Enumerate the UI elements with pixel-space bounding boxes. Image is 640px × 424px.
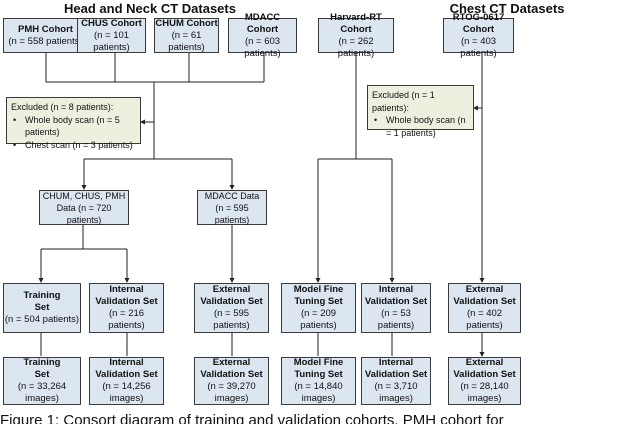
set-count: (n = 216 patients) bbox=[108, 308, 145, 331]
cohort-name: CHUS Cohort bbox=[81, 17, 142, 29]
set-label: Internal bbox=[378, 357, 414, 368]
set-label: Model Fine bbox=[293, 357, 344, 368]
set-label: Validation Set bbox=[95, 369, 158, 380]
set-label: Validation Set bbox=[364, 296, 428, 307]
arrows-to-image-sets bbox=[40, 333, 482, 356]
cohort-name: RTOG-0617 Cohort bbox=[452, 11, 505, 35]
excluded-item: Whole body scan (n = 5 patients) bbox=[13, 114, 136, 139]
set-label: Validation Set bbox=[200, 369, 263, 380]
cohort-chum: CHUM Cohort(n = 61 patients) bbox=[154, 18, 219, 53]
merged-mdacc: MDACC Data(n = 595 patients) bbox=[197, 190, 267, 225]
set-count: (n = 53 patients) bbox=[377, 308, 415, 331]
cohort-name: Harvard-RT Cohort bbox=[330, 11, 382, 35]
cohort-rtog-0617: RTOG-0617 Cohort(n = 403 patients) bbox=[443, 12, 514, 59]
set-label: Training bbox=[23, 357, 61, 368]
cohort-chus: CHUS Cohort(n = 101 patients) bbox=[77, 18, 146, 53]
set-count: (n = 402 patients) bbox=[466, 308, 503, 331]
set-label: Validation Set bbox=[95, 296, 158, 307]
set-label: Validation Set bbox=[364, 369, 428, 380]
set-count: (n = 33,264 images) bbox=[17, 381, 67, 404]
title-head-neck: Head and Neck CT Datasets bbox=[64, 1, 236, 16]
set-count: (n = 504 patients) bbox=[4, 314, 80, 325]
merged-count: (n = 595 patients) bbox=[214, 202, 250, 225]
set-label: Internal bbox=[109, 284, 144, 295]
cohort-count: (n = 403 patients) bbox=[460, 35, 497, 59]
set-label: Tuning Set bbox=[294, 369, 343, 380]
set-count: (n = 14,840 images) bbox=[294, 381, 343, 404]
set-label: Validation Set bbox=[453, 369, 516, 380]
cohort-count: (n = 61 patients) bbox=[168, 29, 205, 53]
cohort-name: MDACC Cohort bbox=[244, 11, 281, 35]
connector-top-merge bbox=[45, 53, 265, 159]
excluded-right: Excluded (n = 1 patients): Whole body sc… bbox=[367, 85, 474, 138]
connector-harvard bbox=[318, 53, 392, 160]
cohort-count: (n = 101 patients) bbox=[93, 29, 130, 53]
merged-label: MDACC Data bbox=[204, 190, 260, 201]
set-label: External bbox=[212, 357, 251, 368]
set-label: Validation Set bbox=[200, 296, 263, 307]
set-label: Set bbox=[34, 302, 50, 313]
excluded-left: Excluded (n = 8 patients): Whole body sc… bbox=[6, 97, 141, 151]
excluded-item: Chest scan (n = 3 patients) bbox=[13, 139, 136, 152]
set-label: Validation Set bbox=[453, 296, 516, 307]
set-label: Tuning Set bbox=[294, 296, 343, 307]
set-label: External bbox=[465, 284, 504, 295]
set-count: (n = 14,256 images) bbox=[102, 381, 151, 404]
set-label: Internal bbox=[109, 357, 144, 368]
excluded-item: Whole body scan (n = 1 patients) bbox=[374, 114, 469, 139]
cohort-name: PMH Cohort bbox=[18, 23, 73, 35]
set-label: Set bbox=[34, 369, 50, 380]
set-count: (n = 28,140 images) bbox=[460, 381, 509, 404]
set-count: (n = 595 patients) bbox=[213, 308, 250, 331]
figure-caption: Figure 1: Consort diagram of training an… bbox=[0, 412, 504, 424]
excluded-title: Excluded (n = 8 patients): bbox=[11, 102, 114, 112]
set-label: Model Fine bbox=[293, 284, 344, 295]
set-label: External bbox=[212, 284, 251, 295]
set-count: (n = 209 patients) bbox=[300, 308, 337, 331]
cohort-count: (n = 558 patients) bbox=[8, 35, 83, 47]
cohort-mdacc: MDACC Cohort(n = 603 patients) bbox=[228, 12, 297, 59]
merged-count: Data (n = 720 patients) bbox=[56, 202, 112, 225]
cohort-count: (n = 262 patients) bbox=[337, 35, 375, 59]
cohort-harvard-rt: Harvard-RT Cohort(n = 262 patients) bbox=[318, 12, 394, 59]
connector-split-hn bbox=[41, 224, 127, 250]
set-label: External bbox=[465, 357, 504, 368]
set-label: Training bbox=[23, 290, 61, 301]
set-label: Internal bbox=[378, 284, 414, 295]
cohort-name: CHUM Cohort bbox=[155, 17, 218, 29]
title-chest: Chest CT Datasets bbox=[449, 1, 565, 16]
set-count: (n = 3,710 images) bbox=[374, 381, 418, 404]
set-count: (n = 39,270 images) bbox=[207, 381, 256, 404]
cohort-pmh: PMH Cohort(n = 558 patients) bbox=[3, 18, 88, 53]
merged-label: CHUM, CHUS, PMH bbox=[42, 190, 126, 201]
cohort-count: (n = 603 patients) bbox=[244, 35, 281, 59]
excluded-title: Excluded (n = 1 patients): bbox=[372, 90, 435, 113]
